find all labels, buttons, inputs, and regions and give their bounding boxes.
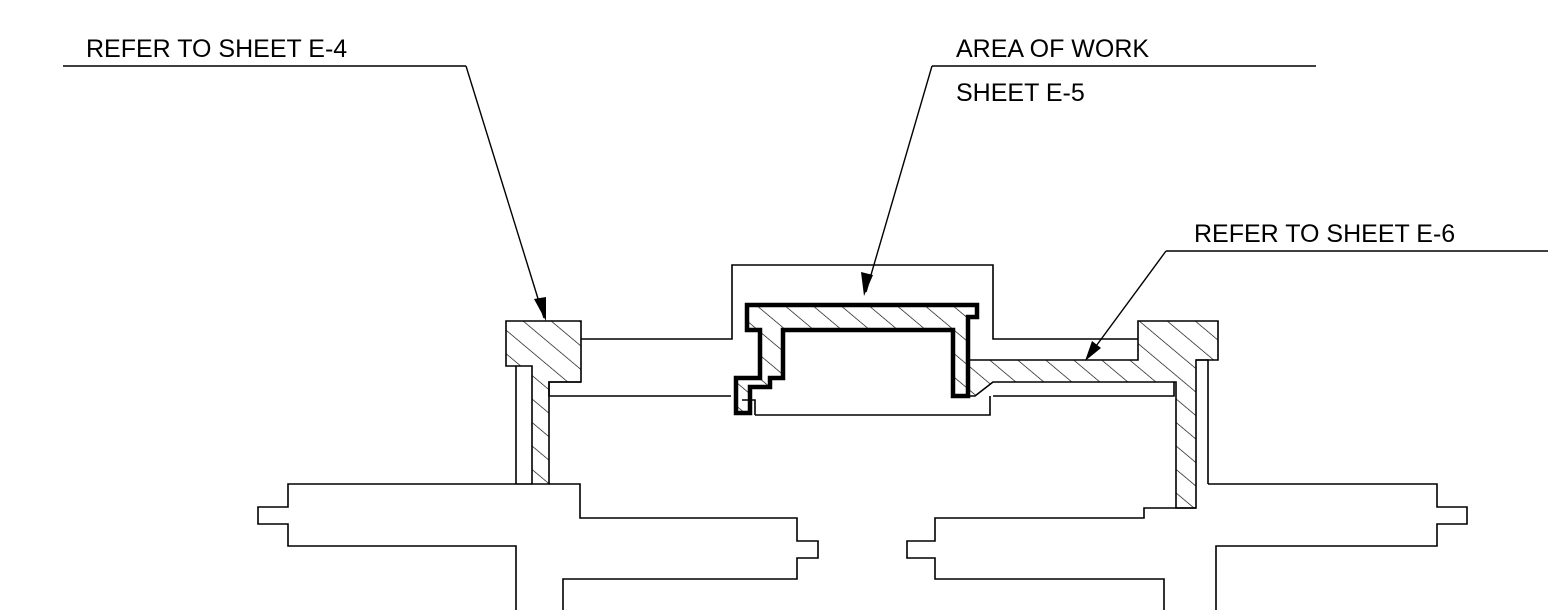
right-outer-wall	[1196, 359, 1209, 484]
lower-right-structure	[906, 483, 1468, 610]
arrowhead-e5	[861, 272, 873, 296]
arrowhead-e4	[534, 297, 546, 321]
left-outer-stub	[257, 483, 517, 610]
leader-line-e4	[465, 65, 545, 319]
area-of-work-hatch	[733, 302, 980, 416]
callout-sheet-e6: REFER TO SHEET E-6	[1085, 220, 1548, 361]
area-of-work-section	[733, 302, 980, 416]
left-inner-stub	[549, 483, 819, 610]
left-chamber-line	[548, 381, 731, 397]
upper-housing-outline	[548, 264, 1175, 416]
label-sheet-e5: SHEET E-5	[956, 79, 1085, 107]
callout-sheet-e5: AREA OF WORK SHEET E-5	[861, 35, 1316, 296]
label-refer-sheet-e4: REFER TO SHEET E-4	[86, 35, 347, 63]
work-area-bottom-line	[755, 396, 991, 416]
callout-sheet-e4: REFER TO SHEET E-4	[63, 35, 546, 321]
right-outer-stub	[1208, 483, 1468, 610]
left-flange-hatch	[505, 320, 582, 485]
arrowhead-e6	[1085, 341, 1101, 361]
label-refer-sheet-e6: REFER TO SHEET E-6	[1194, 220, 1455, 248]
label-area-of-work: AREA OF WORK	[956, 35, 1149, 63]
top-housing-outline	[581, 264, 1138, 340]
left-flange-section	[505, 320, 582, 485]
right-chamber-line	[993, 382, 1175, 397]
leader-line-e5	[865, 65, 933, 293]
right-inner-stub	[906, 507, 1176, 610]
lower-left-structure	[257, 483, 819, 610]
